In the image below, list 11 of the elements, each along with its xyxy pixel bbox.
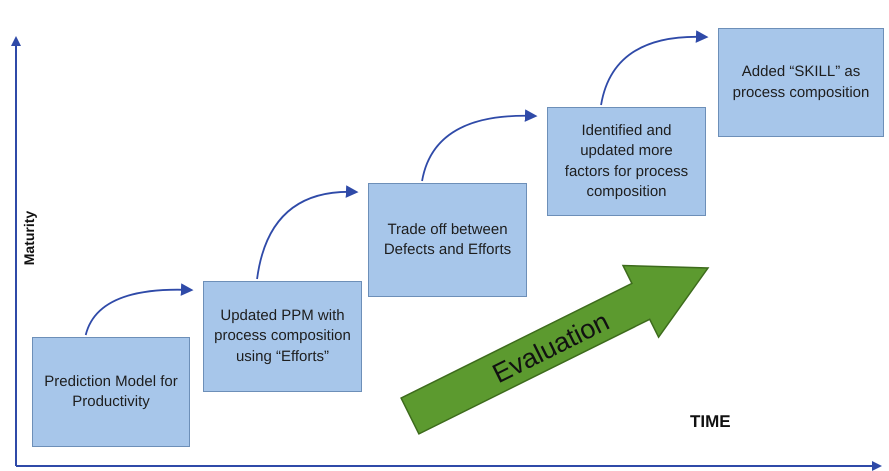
axis-label: Maturity bbox=[21, 210, 38, 266]
step-box: Trade off between Defects and Efforts bbox=[368, 183, 527, 297]
curved-arrow bbox=[256, 186, 359, 280]
step-box: Identified and updated more factors for process composition bbox=[547, 107, 706, 216]
axis-label: TIME bbox=[690, 412, 731, 432]
curved-arrow bbox=[84, 284, 194, 336]
step-box: Added “SKILL” as process composition bbox=[718, 28, 884, 137]
curved-arrow bbox=[421, 110, 538, 182]
step-box: Updated PPM with process composition using “Efforts” bbox=[203, 281, 362, 392]
curved-arrow bbox=[600, 30, 709, 106]
step-box: Prediction Model for Productivity bbox=[32, 337, 190, 447]
